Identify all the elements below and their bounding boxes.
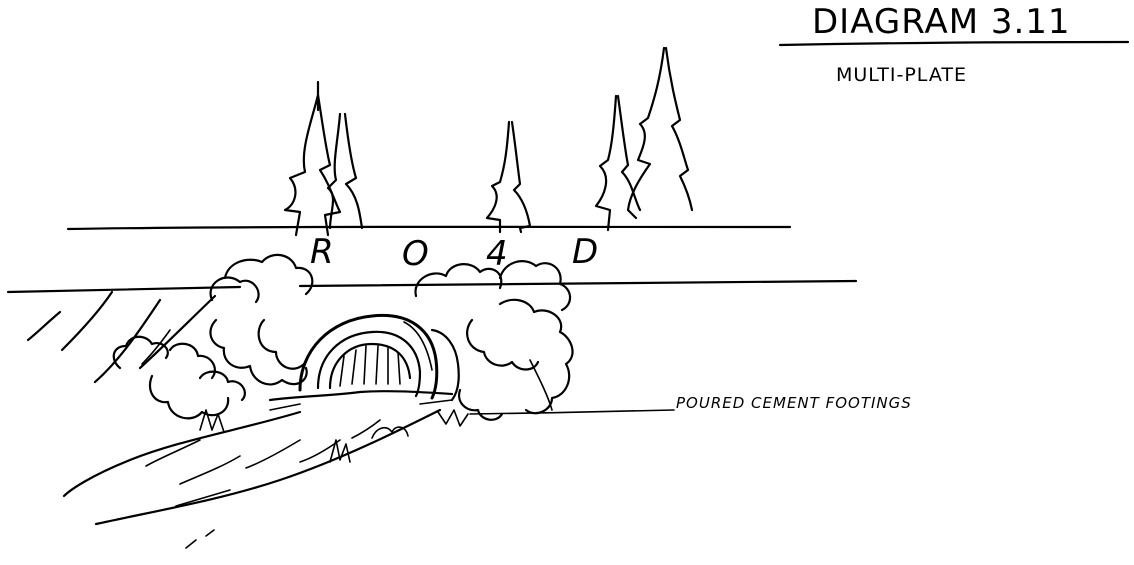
road-bottom-edge-right bbox=[300, 281, 856, 286]
stream bbox=[64, 410, 440, 548]
bushes-left bbox=[114, 255, 313, 418]
grass-tufts bbox=[200, 410, 468, 462]
road-letter-o: O bbox=[402, 234, 429, 274]
tree-5 bbox=[628, 48, 692, 218]
road-bottom-edge-left bbox=[8, 287, 240, 292]
culvert-arch bbox=[270, 315, 459, 410]
road-letter-4: 4 bbox=[486, 234, 508, 274]
road-letter-d: D bbox=[572, 232, 598, 272]
diagram-title: DIAGRAM 3.11 bbox=[812, 2, 1071, 42]
footings-callout-label: POURED CEMENT FOOTINGS bbox=[676, 394, 912, 412]
left-bank bbox=[28, 292, 215, 382]
callout-leader bbox=[470, 410, 674, 414]
tree-3 bbox=[487, 122, 530, 232]
title-underline bbox=[780, 42, 1128, 45]
diagram-subtitle: MULTI-PLATE bbox=[836, 64, 967, 86]
tree-2 bbox=[328, 114, 362, 228]
tree-4 bbox=[596, 96, 640, 230]
road-letter-r: R bbox=[310, 232, 334, 272]
road-top-edge bbox=[68, 227, 790, 229]
